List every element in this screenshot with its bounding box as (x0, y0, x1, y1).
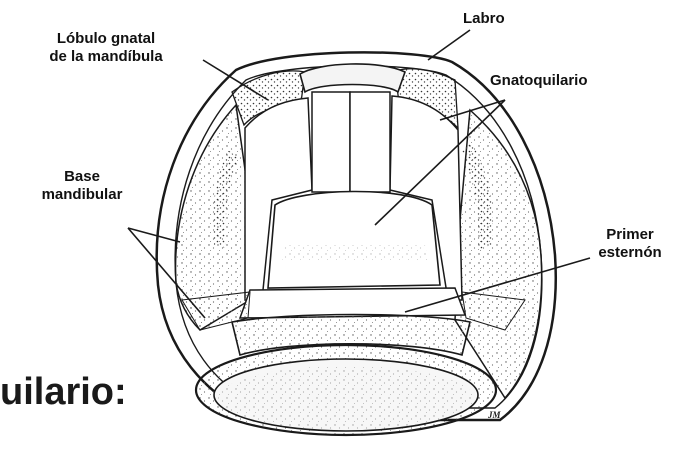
label-lobulo-gnatal: Lóbulo gnatal de la mandíbula (18, 30, 194, 66)
leader-labro (428, 30, 470, 60)
mentum (268, 191, 440, 288)
artist-signature: JM (488, 410, 501, 420)
first-sternum (240, 288, 465, 318)
label-gnatoquilario: Gnatoquilario (490, 72, 588, 90)
central-lobe-right (350, 92, 390, 192)
label-base-mandibular: Base mandibular (28, 168, 136, 204)
mentum-stipple (282, 245, 428, 262)
caption-text: uilario: (0, 370, 127, 414)
label-primer-esternon: Primer esternón (582, 226, 678, 262)
neck-opening-inner (218, 366, 474, 430)
central-lobe-left (312, 92, 350, 192)
label-labro: Labro (463, 10, 505, 28)
